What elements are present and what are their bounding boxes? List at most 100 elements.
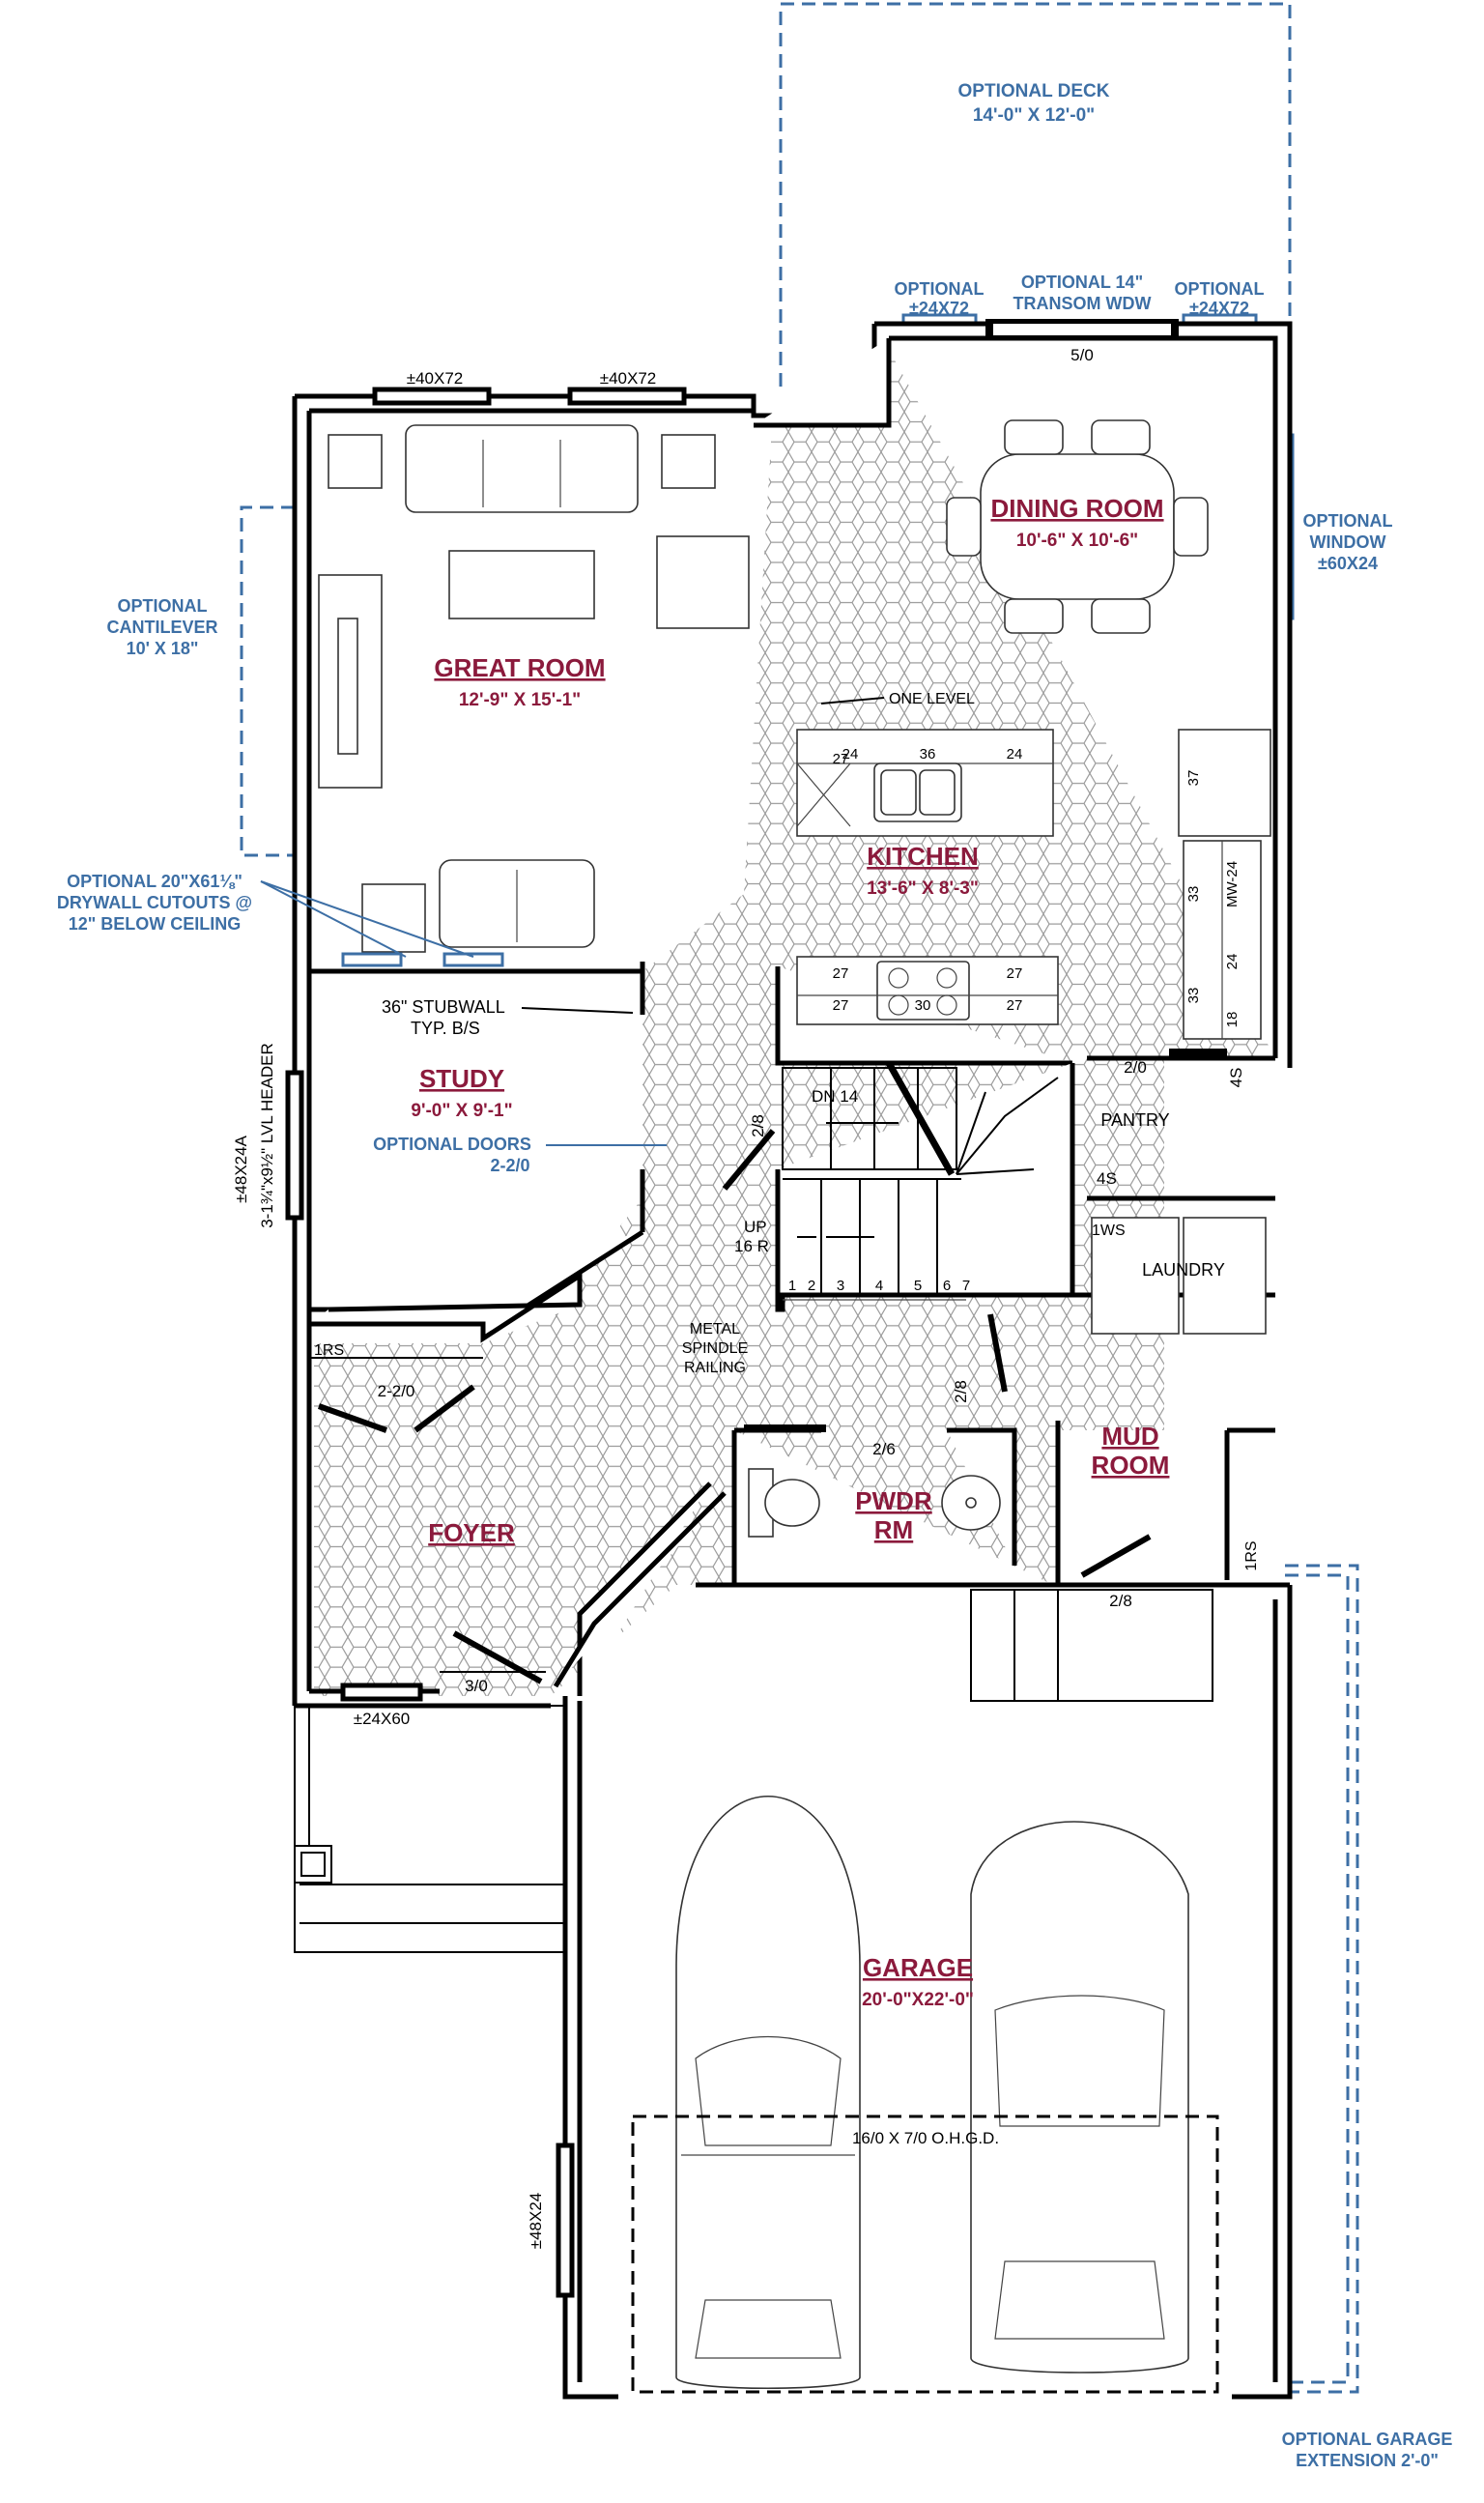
stair-num: 7 [962, 1278, 970, 1294]
stair-shelf-label: 4S [1097, 1169, 1117, 1188]
opt-doors-1: OPTIONAL DOORS [373, 1135, 531, 1154]
window-garage [556, 2143, 575, 2298]
foyer-name: FOYER [428, 1518, 515, 1547]
cab-30: 30 [915, 997, 931, 1014]
stubwall-2: TYP. B/S [411, 1019, 480, 1038]
stair-num: 2 [808, 1278, 815, 1294]
opt-window-right-1: OPTIONAL [1175, 279, 1265, 299]
study-header-label: 3-1¾"x9½" LVL HEADER [258, 1043, 276, 1228]
door-garage-label: 2/8 [1109, 1592, 1132, 1610]
car-left [675, 1795, 861, 2390]
opt-cantilever-1: OPTIONAL [118, 596, 208, 616]
cab-36: 36 [920, 746, 936, 762]
opt-cantilever-3: 10' X 18" [127, 639, 199, 658]
opt-doors-2: 2-2/0 [490, 1156, 529, 1175]
opt-transom-1: OPTIONAL 14" [1021, 273, 1143, 292]
door-dining-label: 5/0 [1070, 346, 1094, 364]
garage-steps [970, 1589, 1213, 1702]
car-right [970, 1821, 1189, 2374]
optional-cantilever [240, 505, 295, 857]
opt-dining-window-3: ±60X24 [1318, 554, 1378, 573]
stairs [775, 1061, 1059, 1312]
door-pwdr-label: 2/6 [872, 1440, 896, 1458]
stair-numbers: 1 2 3 4 5 6 7 [788, 1278, 970, 1294]
study-size: 9'-0" X 9'-1" [411, 1101, 512, 1121]
pantry-name: PANTRY [1100, 1110, 1169, 1130]
front-porch [294, 1705, 566, 1953]
stair-num: 5 [914, 1278, 922, 1294]
pwdr-name-2: RM [874, 1515, 913, 1544]
cab-27c: 27 [1007, 965, 1023, 982]
opt-garage-ext-1: OPTIONAL GARAGE [1282, 2430, 1453, 2449]
window-foyer-label: ±24X60 [354, 1710, 411, 1728]
window-gr-left [372, 387, 492, 406]
railing-3: RAILING [684, 1360, 746, 1376]
cab-27e: 27 [1007, 997, 1023, 1014]
pantry-door-label: 2/0 [1124, 1058, 1147, 1077]
rs-foyer-label: 1RS [314, 1342, 344, 1359]
cab-27a: 27 [833, 751, 849, 767]
laundry-appliances [1091, 1217, 1267, 1335]
dining-table [946, 419, 1209, 634]
kitchen-name: KITCHEN [867, 842, 979, 871]
opt-deck-2: 14'-0" X 12'-0" [973, 105, 1095, 126]
cab-24a: 24 [842, 746, 859, 762]
great-room-furniture [318, 424, 750, 953]
stair-num: 3 [837, 1278, 844, 1294]
window-garage-label: ±48X24 [527, 2193, 545, 2250]
opt-drywall-2: DRYWALL CUTOUTS @ [57, 893, 252, 912]
cab-24b: 24 [1007, 746, 1023, 762]
great-room-name: GREAT ROOM [434, 653, 605, 682]
opt-transom-2: TRANSOM WDW [1013, 294, 1152, 313]
door-front-label: 3/0 [465, 1677, 488, 1695]
window-gr-left-label: ±40X72 [407, 369, 464, 388]
cab-33b: 33 [1185, 988, 1202, 1004]
dining-room-name: DINING ROOM [990, 494, 1163, 523]
stair-up-label: UP [744, 1218, 767, 1236]
railing-1: METAL [690, 1321, 740, 1338]
laundry-name: LAUNDRY [1142, 1260, 1225, 1280]
cab-24c: 24 [1224, 954, 1241, 970]
stair-risers-label: 16 R [734, 1237, 769, 1255]
opt-dining-window-1: OPTIONAL [1303, 511, 1393, 531]
stair-num: 6 [943, 1278, 951, 1294]
mud-name-1: MUD [1101, 1422, 1158, 1451]
study-window-label: ±48X24A [232, 1135, 250, 1202]
cab-27d: 27 [833, 997, 849, 1014]
stair-door-label: 2/8 [749, 1114, 767, 1137]
study-name: STUDY [419, 1064, 504, 1093]
opt-window-left-1: OPTIONAL [895, 279, 985, 299]
window-gr-right [567, 387, 687, 406]
stair-num: 1 [788, 1278, 796, 1294]
cab-33a: 33 [1185, 886, 1202, 903]
stair-num: 4 [875, 1278, 883, 1294]
pantry-shelf-label: 4S [1227, 1068, 1245, 1088]
cab-27b: 27 [833, 965, 849, 982]
garage-name: GARAGE [863, 1953, 973, 1982]
opt-dining-window-2: WINDOW [1310, 532, 1386, 552]
railing-2: SPINDLE [682, 1340, 748, 1357]
optional-deck [779, 2, 1292, 425]
cab-18: 18 [1224, 1012, 1241, 1028]
laundry-ws-label: 1WS [1092, 1223, 1126, 1239]
window-study [285, 1070, 304, 1221]
mud-name-2: ROOM [1092, 1451, 1170, 1480]
opt-window-right-2: ±24X72 [1189, 299, 1249, 318]
pwdr-name-1: PWDR [855, 1486, 932, 1515]
opt-deck-1: OPTIONAL DECK [958, 81, 1110, 101]
window-foyer [340, 1683, 423, 1702]
garage-door [631, 2115, 1219, 2394]
opt-garage-ext-2: EXTENSION 2'-0" [1296, 2451, 1439, 2470]
one-level-label: ONE LEVEL [889, 691, 975, 707]
kitchen-size: 13'-6" X 8'-3" [867, 878, 979, 899]
opt-drywall-1: OPTIONAL 20"X61⅛" [67, 872, 243, 891]
stubwall-1: 36" STUBWALL [382, 997, 505, 1017]
kitchen-cabinets [796, 729, 1271, 1040]
stair-dn-label: DN 14 [812, 1087, 858, 1106]
door-study-label: 2-2/0 [378, 1382, 415, 1400]
opt-drywall-3: 12" BELOW CEILING [69, 914, 242, 934]
opt-window-left-2: ±24X72 [909, 299, 969, 318]
great-room-size: 12'-9" X 15'-1" [459, 690, 581, 710]
cab-37: 37 [1185, 770, 1202, 787]
